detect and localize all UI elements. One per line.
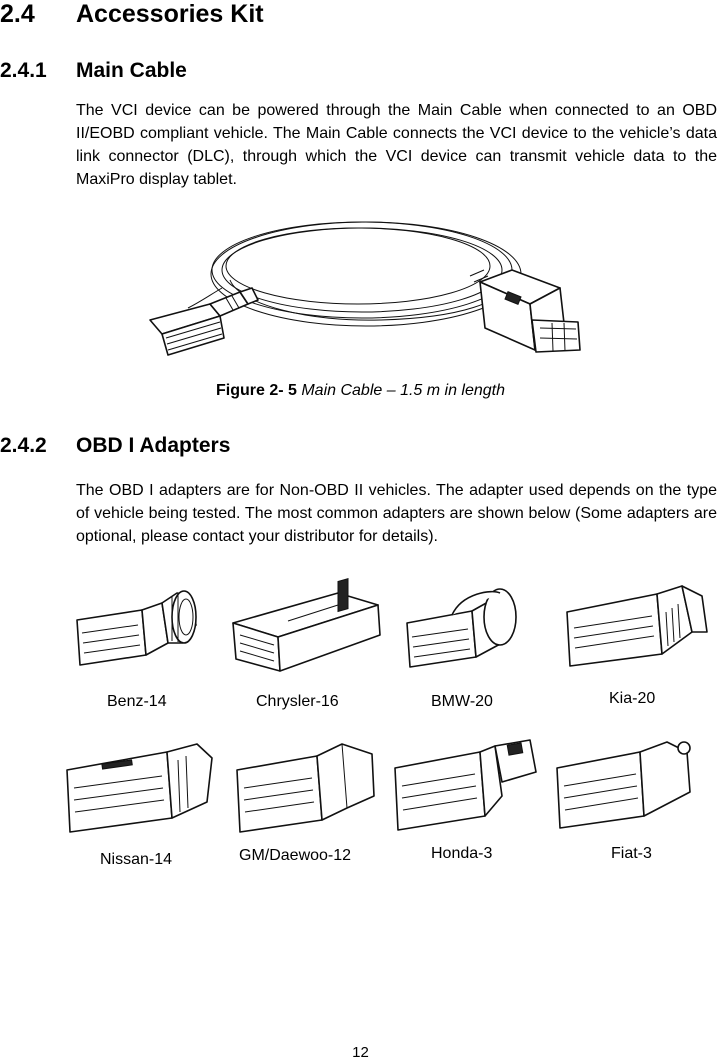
section-title: Accessories Kit: [76, 0, 264, 28]
figure-caption: Figure 2- 5 Main Cable – 1.5 m in length: [0, 382, 721, 400]
subsection-title-main-cable: Main Cable: [76, 59, 187, 82]
honda-3-adapter-image: [394, 739, 537, 831]
main-cable-paragraph: The VCI device can be powered through th…: [76, 102, 717, 188]
obd1-paragraph: The OBD I adapters are for Non-OBD II ve…: [76, 482, 717, 545]
adapter-label-chrysler-16: Chrysler-16: [256, 693, 339, 710]
adapter-label-benz-14: Benz-14: [107, 693, 167, 710]
figure-caption-text: Main Cable – 1.5 m in length: [301, 382, 506, 399]
subsection-number-obd1: 2.4.2: [0, 434, 47, 457]
subsection-number-main-cable: 2.4.1: [0, 59, 47, 82]
subsection-title-obd1: OBD I Adapters: [76, 434, 231, 457]
page-number: 12: [352, 1044, 369, 1061]
adapter-label-fiat-3: Fiat-3: [611, 845, 652, 862]
gm-daewoo-12-adapter-image: [236, 743, 375, 833]
benz-14-adapter-image: [76, 590, 197, 666]
adapter-label-honda-3: Honda-3: [431, 845, 493, 862]
adapter-label-bmw-20: BMW-20: [431, 693, 493, 710]
bmw-20-adapter-image: [406, 588, 517, 668]
section-number: 2.4: [0, 0, 35, 28]
figure-label: Figure 2- 5: [215, 382, 297, 399]
main-cable-illustration: [149, 221, 581, 356]
kia-20-adapter-image: [566, 585, 708, 667]
adapter-label-gm-daewoo-12: GM/Daewoo-12: [239, 847, 352, 864]
adapter-label-nissan-14: Nissan-14: [100, 851, 173, 868]
adapter-label-kia-20: Kia-20: [609, 690, 656, 707]
chrysler-16-adapter-image: [232, 577, 381, 672]
fiat-3-adapter-image: [556, 741, 691, 829]
nissan-14-adapter-image: [66, 743, 213, 833]
